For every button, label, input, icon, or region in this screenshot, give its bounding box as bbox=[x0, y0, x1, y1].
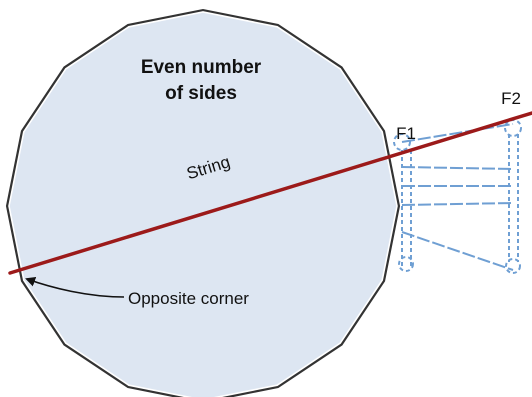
fixture-rail bbox=[401, 231, 514, 271]
polygon-body bbox=[8, 11, 398, 397]
fixture-rails bbox=[401, 123, 514, 271]
fixture-f2 bbox=[504, 119, 522, 274]
title-line-2: of sides bbox=[165, 83, 237, 104]
opposite-corner-arrow bbox=[25, 277, 125, 298]
f2-label: F2 bbox=[501, 89, 521, 108]
fixture-f2-ring bbox=[504, 119, 522, 137]
fixture-rail bbox=[401, 123, 514, 143]
f1-label: F1 bbox=[396, 124, 416, 143]
fixture-f1-ring bbox=[393, 133, 411, 151]
title-line-1: Even number bbox=[141, 57, 262, 78]
string-line bbox=[8, 111, 532, 275]
opposite-corner-label: Opposite corner bbox=[128, 289, 249, 308]
fixture-f1 bbox=[393, 133, 414, 272]
fixture-f2-ring bbox=[505, 258, 521, 274]
fixture-f1-ring bbox=[398, 256, 414, 272]
fixture-rail bbox=[401, 202, 514, 206]
fixture-rail bbox=[401, 166, 514, 170]
